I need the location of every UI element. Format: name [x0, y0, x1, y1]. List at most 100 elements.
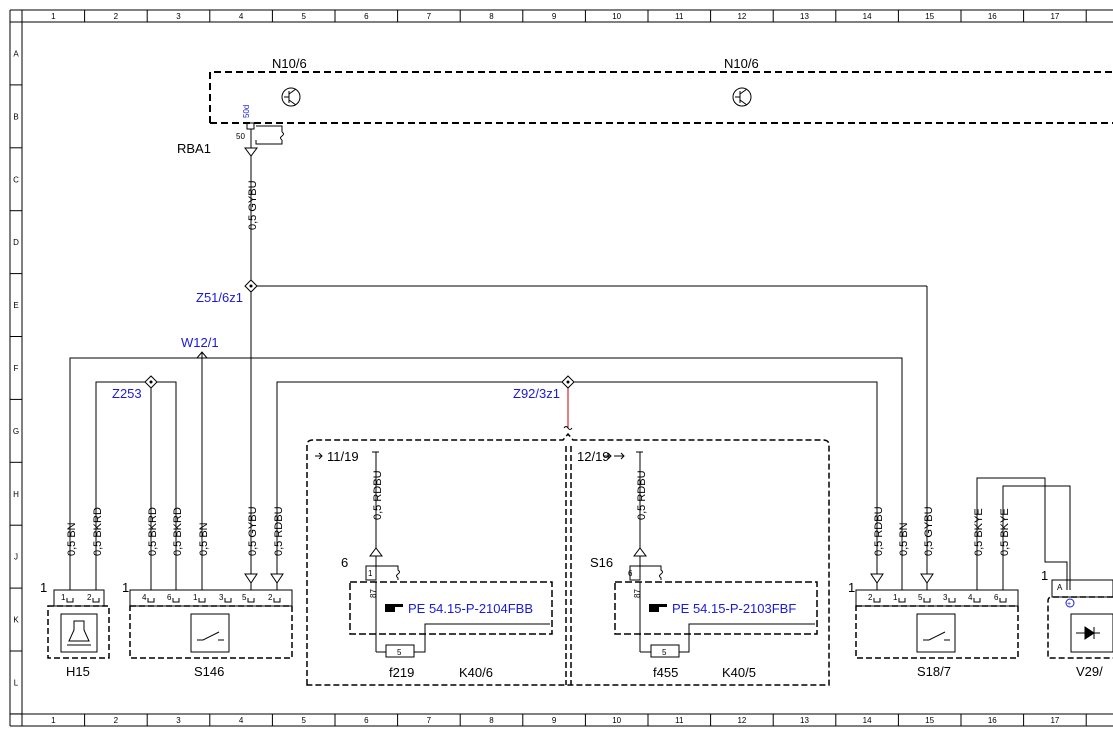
k406-wire-label: 0,5 RDBU: [372, 470, 384, 520]
k40-5-relay: [614, 451, 818, 658]
wire-label-s146_d: 0,5 GYBU: [247, 506, 259, 556]
n10-left-label: N10/6: [272, 56, 307, 71]
hand-pointer-icon: [385, 604, 403, 612]
v29-num: 1: [1041, 568, 1048, 583]
column-ruler: [21, 10, 1087, 726]
v29-label: V29/: [1076, 664, 1103, 679]
column-label-7-bottom: 7: [427, 716, 432, 725]
column-label-11-top: 11: [675, 12, 684, 21]
column-label-11-bottom: 11: [675, 716, 684, 725]
pin-s146-1: 1: [193, 593, 198, 602]
k406-pin1: 1: [368, 569, 373, 578]
pin-s146-6: 6: [167, 593, 172, 602]
column-label-17-top: 17: [1050, 12, 1059, 21]
k406-label: K40/6: [459, 665, 493, 680]
wire-label-s146_e: 0,5 RDBU: [273, 506, 285, 556]
row-label-L: L: [14, 678, 19, 687]
column-label-10-bottom: 10: [612, 716, 621, 725]
s187-label: S18/7: [917, 664, 951, 679]
column-label-12-top: 12: [737, 12, 746, 21]
column-label-3-top: 3: [176, 12, 181, 21]
wire-label-s146_a: 0,5 BKRD: [147, 507, 159, 556]
k405-pin6: 6: [628, 569, 633, 578]
plus-icon: [1065, 598, 1075, 608]
w12-branch-mark: [196, 351, 208, 359]
column-label-5-top: 5: [301, 12, 306, 21]
k406-pin87: 87: [369, 589, 378, 598]
pin-s187-1: 1: [893, 593, 898, 602]
row-ruler: [10, 21, 22, 715]
column-label-3-bottom: 3: [176, 716, 181, 725]
w12-label: W12/1: [181, 335, 219, 350]
column-label-1-bottom: 1: [51, 716, 56, 725]
row-label-H: H: [13, 490, 19, 499]
v29-pin-a: A: [1057, 583, 1063, 592]
wire-label-s187_c: 0,5 GYBU: [923, 506, 935, 556]
n10-right-label: N10/6: [724, 56, 759, 71]
column-label-8-bottom: 8: [489, 716, 494, 725]
h15-label: H15: [66, 664, 90, 679]
connector-pins: [66, 573, 1007, 603]
pin-s146-3: 3: [219, 593, 224, 602]
column-label-13-bottom: 13: [800, 716, 809, 725]
k40-6-relay: [349, 451, 553, 658]
k405-wire-label: 0,5 RDBU: [636, 470, 648, 520]
splice-dots: [149, 284, 570, 384]
column-label-17-bottom: 17: [1050, 716, 1059, 725]
pin-s187-6: 6: [994, 593, 999, 602]
buzzer-icon: [60, 613, 98, 653]
wire-label-h15_a: 0,5 BN: [66, 522, 78, 556]
k405-link[interactable]: PE 54.15-P-2103FBF: [672, 601, 796, 616]
connector-strips: [53, 579, 1113, 607]
pin-50-label: 50: [236, 132, 245, 141]
s146-label: S146: [194, 664, 224, 679]
wire-label-s187_d: 0,5 BKYE: [973, 508, 985, 556]
column-label-9-top: 9: [552, 12, 557, 21]
row-label-B: B: [13, 112, 18, 121]
ref-arrows: [315, 452, 625, 460]
column-label-6-bottom: 6: [364, 716, 369, 725]
n10-6-unit: [209, 71, 1113, 124]
wire-label-s187_a: 0,5 RDBU: [873, 506, 885, 556]
column-label-14-bottom: 14: [863, 716, 872, 725]
ref-right-label: 12/19: [577, 449, 610, 464]
pin-s187-5: 5: [918, 593, 923, 602]
switch-icon: [190, 613, 230, 653]
k406-link[interactable]: PE 54.15-P-2104FBB: [408, 601, 533, 616]
column-label-8-top: 8: [489, 12, 494, 21]
diode-icon: [1070, 613, 1113, 653]
f455-label: f455: [653, 665, 678, 680]
k405-pin: S16: [590, 555, 613, 570]
row-label-A: A: [13, 49, 19, 58]
k405-label: K40/5: [722, 665, 756, 680]
row-label-E: E: [13, 301, 18, 310]
column-label-15-top: 15: [925, 12, 934, 21]
k406-fuse-val: 5: [397, 648, 402, 657]
diagram-frame: [9, 9, 1113, 727]
wire-label-s146_c: 0,5 BN: [198, 522, 210, 556]
pin-s146-4: 4: [142, 593, 147, 602]
hand-pointer-icon: [649, 604, 667, 612]
rba1-connector: [244, 122, 284, 157]
wire-main-label: 0,5 GYBU: [247, 180, 259, 230]
ref-left-label: 11/19: [327, 449, 359, 464]
column-label-2-bottom: 2: [114, 716, 119, 725]
pin-s187-3: 3: [943, 593, 948, 602]
k406-pin: 6: [341, 555, 348, 570]
wiring: [69, 156, 1071, 590]
z253-label: Z253: [112, 386, 142, 401]
z92-label: Z92/3z1: [513, 386, 560, 401]
pin-h15-1: 1: [61, 593, 66, 602]
row-label-K: K: [13, 616, 19, 625]
row-label-D: D: [13, 238, 19, 247]
pin-s187-4: 4: [968, 593, 973, 602]
f219-label: f219: [389, 665, 414, 680]
pin-50d-label: 50d: [242, 105, 251, 118]
row-label-J: J: [14, 553, 18, 562]
column-label-4-bottom: 4: [239, 716, 244, 725]
column-label-1-top: 1: [51, 12, 56, 21]
